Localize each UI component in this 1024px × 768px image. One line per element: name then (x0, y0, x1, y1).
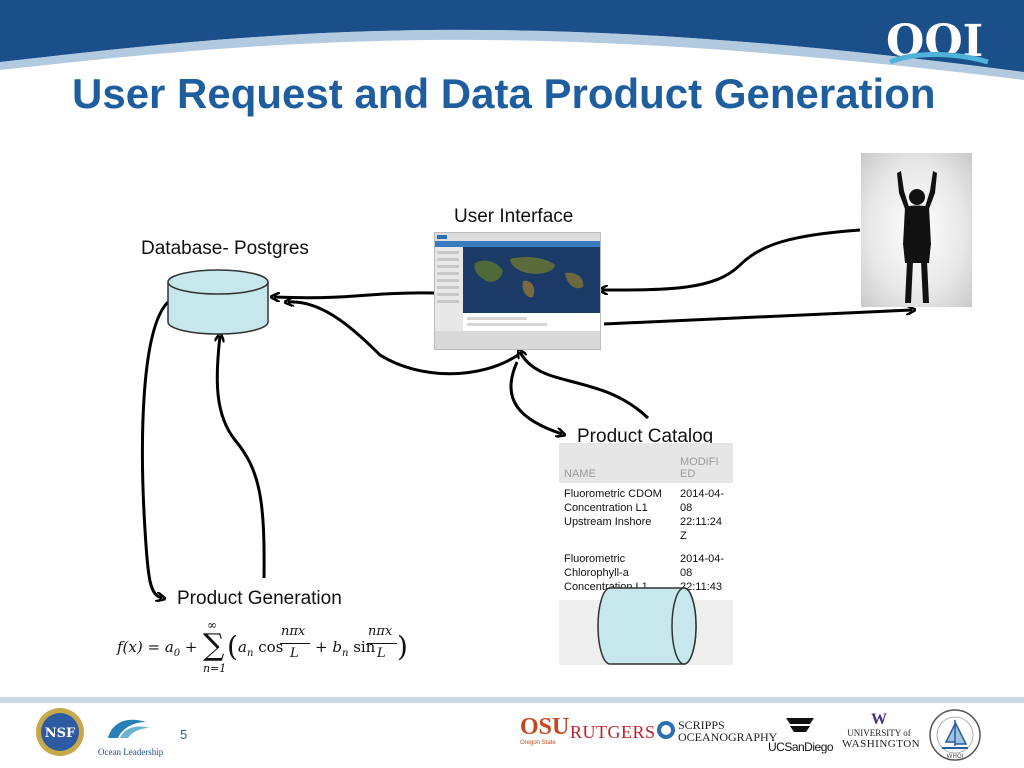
uw-line2-text: WASHINGTON (842, 738, 921, 750)
rutgers-logo: RUTGERS (570, 722, 656, 742)
formula-frac2-num: nπx (368, 624, 393, 639)
table-row[interactable]: Fluorometric Chlorophyll-a Concentration… (559, 549, 733, 600)
catalog-cell-modified: 2014-04-08 22:11:24 Z (675, 483, 733, 549)
ocean-leadership-logo: Ocean Leadership (98, 714, 164, 760)
footer-divider (0, 697, 1024, 703)
formula-lhs: f(x) = a (117, 638, 174, 656)
arrow-generation-to-database (217, 336, 266, 579)
osu-sub-text: Oregon State (520, 740, 556, 746)
arrow-database-to-generation (140, 300, 170, 598)
formula-frac2-den: L (377, 646, 386, 661)
ucsd-text: UCSanDiego (768, 740, 834, 754)
nsf-logo-icon: NSF (36, 708, 84, 756)
ooi-logo: OOI (884, 12, 994, 70)
formula-frac1-den: L (290, 646, 299, 661)
uw-w-text: W (871, 711, 887, 728)
database-cylinder-icon (167, 269, 269, 335)
ocean-leadership-text: Ocean Leadership (98, 747, 164, 757)
catalog-header-name: NAME (559, 443, 675, 484)
svg-text:NSF: NSF (45, 726, 76, 741)
product-generation-label: Product Generation (177, 588, 342, 609)
formula-b: b (332, 638, 342, 656)
formula-cos: cos (258, 638, 284, 656)
arrow-ui-to-database (274, 291, 435, 298)
fourier-formula: f(x) = a0 + ∞ ∑ n=1 ( an cos nπx L + bn … (117, 618, 408, 675)
formula-frac1-num: nπx (281, 624, 306, 639)
osu-logo: OSU Oregon State (520, 714, 570, 760)
formula-sum-bottom: n=1 (203, 662, 227, 675)
catalog-cell-modified: 2014-04-08 22:11:43 (675, 549, 733, 600)
arrow-catalog-to-ui (520, 352, 650, 420)
arrow-person-to-ui (602, 228, 861, 290)
arrow-ui-to-catalog (509, 361, 562, 434)
formula-sum-top: ∞ (207, 618, 217, 632)
slide-title: User Request and Data Product Generation (72, 70, 936, 117)
user-person-image (861, 153, 972, 307)
arrow-ui-bottom-to-database (288, 302, 519, 376)
user-interface-screenshot (434, 232, 601, 350)
header-band (0, 0, 1024, 81)
page-number: 5 (180, 727, 188, 742)
table-row[interactable]: Fluorometric CDOM Concentration L1 Upstr… (559, 483, 733, 549)
arrow-ui-to-person (603, 310, 912, 326)
formula-sub0: 0 (173, 648, 181, 659)
scripps-text: SCRIPPS (678, 718, 725, 732)
osu-logo-text: OSU (520, 714, 570, 740)
formula-a: a (238, 638, 247, 656)
uw-logo: W UNIVERSITY of WASHINGTON (842, 711, 921, 758)
whoi-logo-icon: WHOI (929, 709, 981, 761)
formula-sin: sin (353, 638, 376, 656)
formula-sigma: ∑ (203, 628, 225, 663)
scripps-logo: SCRIPPS OCEANOGRAPHY (656, 718, 777, 748)
scripps-sub-text: OCEANOGRAPHY (678, 730, 778, 744)
catalog-header-modified: MODIFI ED (675, 443, 733, 484)
user-interface-label: User Interface (454, 206, 574, 227)
database-label: Database- Postgres (141, 238, 309, 259)
svg-text:WHOI: WHOI (947, 753, 964, 760)
product-catalog-table: NAME MODIFI ED Fluorometric CDOM Concent… (559, 443, 733, 665)
catalog-cylinder-icon (597, 587, 697, 665)
product-catalog-label: Product Catalog (577, 426, 714, 447)
catalog-cell-name: Fluorometric CDOM Concentration L1 Upstr… (559, 483, 675, 549)
ucsd-logo: UCSanDiego (768, 712, 834, 758)
uw-line1-text: UNIVERSITY of (847, 728, 911, 738)
